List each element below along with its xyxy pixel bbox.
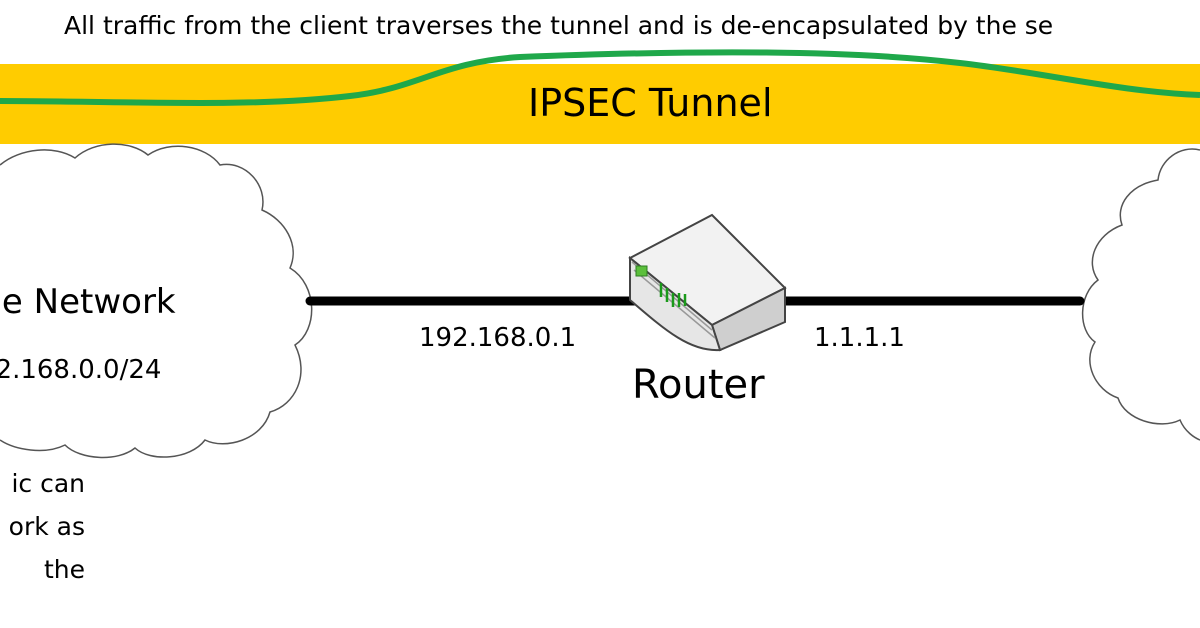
router-wan-ip: 1.1.1.1: [814, 323, 905, 353]
home-network-subnet: 92.168.0.0/24: [0, 355, 162, 385]
side-note-line: ic can: [11, 469, 85, 498]
ipsec-tunnel-label: IPSEC Tunnel: [528, 81, 773, 125]
router-lan-ip: 192.168.0.1: [419, 323, 577, 353]
side-note-line: the: [43, 555, 85, 584]
diagram-caption: All traffic from the client traverses th…: [64, 11, 1054, 40]
router-icon: [628, 213, 787, 352]
side-note-line: ork as: [8, 512, 85, 541]
side-note: ic can ork as the: [0, 462, 85, 591]
remote-network-cloud: [1081, 148, 1200, 441]
tunnel-traffic-path: [0, 49, 1200, 107]
router-label: Router: [632, 362, 765, 408]
home-network-label: ome Network: [0, 282, 176, 322]
home-network-cloud: [0, 143, 313, 459]
